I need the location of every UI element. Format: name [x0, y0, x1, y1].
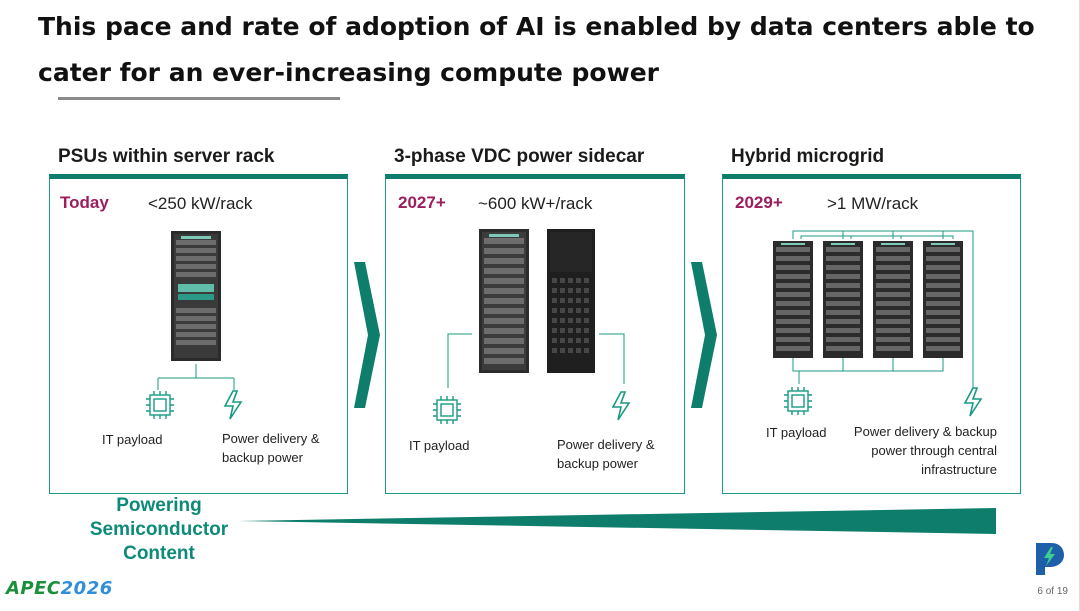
chip-icon [433, 396, 461, 424]
year-label: 2027+ [398, 193, 446, 212]
page-number: 6 of 19 [1037, 586, 1068, 597]
year-label: 2029+ [735, 193, 783, 212]
lightning-icon [611, 391, 631, 421]
power-label: ~600 kW+/rack [478, 194, 593, 213]
it-payload-label: IT payload [766, 425, 827, 440]
server-rack-icon [479, 229, 529, 373]
title-underline [58, 97, 340, 100]
power-delivery-label: Power delivery & backup power [222, 431, 320, 465]
psu-rack-diagram [146, 231, 243, 420]
chip-icon [784, 387, 812, 415]
column-heading-psu: PSUs within server rack [58, 146, 275, 167]
panel-sidecar: 2027+ ~600 kW+/rack [385, 174, 685, 494]
power-sidecar-rack [547, 229, 595, 373]
server-rack-icon [773, 241, 963, 358]
lightning-icon [963, 387, 983, 417]
growth-wedge [238, 508, 996, 534]
lightning-icon [223, 390, 243, 420]
column-heading-microgrid: Hybrid microgrid [731, 146, 885, 167]
power-label: <250 kW/rack [148, 194, 253, 213]
it-payload-label: IT payload [409, 438, 470, 453]
server-rack-icon [171, 231, 221, 361]
column-heading-sidecar: 3-phase VDC power sidecar [394, 146, 645, 167]
power-label: >1 MW/rack [827, 194, 919, 213]
apec-brand: APEC2026 [6, 578, 113, 599]
it-payload-label: IT payload [102, 432, 163, 447]
panel-microgrid: 2029+ >1 MW/rack [722, 174, 1021, 494]
power-delivery-label: Power delivery & backup power through ce… [853, 424, 997, 477]
power-delivery-label: Power delivery & backup power [557, 437, 655, 471]
chevron-right-icon [691, 262, 717, 408]
slide-title: This pace and rate of adoption of AI is … [38, 12, 1035, 87]
powering-semiconductor-label: Powering Semiconductor Content [89, 495, 229, 564]
panel-psu: Today <250 kW/rack [49, 174, 348, 494]
logo-icon [1036, 543, 1064, 575]
sidecar-diagram [433, 229, 631, 424]
chevron-right-icon [354, 262, 380, 408]
year-label: Today [60, 193, 109, 212]
microgrid-diagram [773, 230, 983, 417]
chip-icon [146, 391, 174, 419]
